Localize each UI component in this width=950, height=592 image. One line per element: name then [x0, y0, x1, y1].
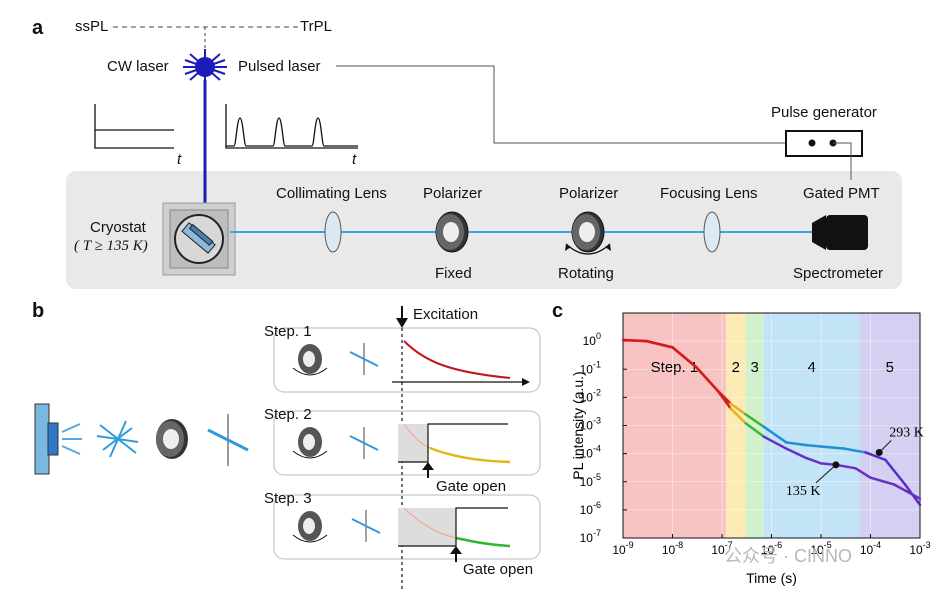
- cryostat-icon: [162, 202, 236, 276]
- region-label-2: 2: [732, 359, 740, 376]
- step-polarization-icons: [349, 343, 381, 542]
- collimating-lens-icon: [324, 211, 342, 253]
- panel-c-label: c: [552, 300, 564, 322]
- step-1-box: [273, 327, 541, 393]
- excitation-label: Excitation: [413, 306, 479, 323]
- polarizer-b-icon: [156, 419, 188, 459]
- step-3-label: Step. 3: [264, 490, 312, 507]
- polarizer-fixed-label: Polarizer: [423, 185, 483, 202]
- cw-laser-label: CW laser: [107, 58, 169, 75]
- series-2-segment: [804, 456, 823, 465]
- series-1-segment: [819, 445, 846, 450]
- pulsed-waveform-plot: [225, 104, 358, 149]
- step-3-decay-plot: [398, 507, 511, 562]
- annotation-label-2: 135 K: [786, 484, 821, 499]
- transmitted-polarization-icon: [207, 414, 249, 466]
- polarization-arrows-icon: [96, 420, 139, 458]
- region-label-4: 4: [808, 359, 816, 376]
- t-axis-label-cw: t: [177, 151, 182, 168]
- gated-pmt-label: Gated PMT: [803, 185, 880, 202]
- annotation-leader-2: [815, 464, 837, 484]
- trpl-label: TrPL: [300, 18, 332, 35]
- step-2-decay-plot: [398, 423, 511, 478]
- series-2-segment: [869, 476, 896, 486]
- region-label-5: 5: [886, 359, 894, 376]
- watermark: 公众号 · CINNO: [724, 546, 852, 566]
- focusing-lens-label: Focusing Lens: [660, 185, 758, 202]
- series-1-segment: [843, 447, 867, 454]
- step-2-label: Step. 2: [264, 406, 312, 423]
- y-tick-label: 10-6: [580, 500, 601, 517]
- gate-open-label-step2: Gate open: [436, 478, 507, 495]
- series-1-segment: [804, 443, 823, 448]
- y-tick-label: 10-7: [580, 528, 601, 545]
- series-2-segment: [785, 447, 808, 460]
- series-2-segment: [854, 467, 872, 479]
- sample-side-icon: [34, 403, 82, 475]
- series-1-segment: [762, 425, 788, 444]
- region-label-1: Step. 1: [651, 359, 699, 376]
- rotating-polarizer-icon: [565, 211, 611, 255]
- optical-bench: [66, 171, 902, 289]
- sspl-label: ssPL: [75, 18, 109, 35]
- annotation-label-1: 293 K: [889, 425, 924, 440]
- series-2-segment: [744, 422, 766, 438]
- x-tick-label: 10-4: [860, 540, 881, 557]
- t-axis-label-pulsed: t: [352, 151, 357, 168]
- pulse-generator-label: Pulse generator: [771, 104, 877, 121]
- series-2-segment: [892, 483, 922, 500]
- spectrometer-camera-icon: [812, 215, 868, 250]
- region-label-3: 3: [751, 359, 759, 376]
- fixed-state-label: Fixed: [435, 265, 472, 282]
- x-tick-label: 10-3: [909, 540, 930, 557]
- excitation-arrow: [396, 318, 408, 328]
- y-tick-label: 100: [583, 331, 601, 348]
- series-1-segment: [785, 441, 808, 447]
- gate-open-label-step3: Gate open: [463, 561, 534, 578]
- pulsed-laser-label: Pulsed laser: [238, 58, 321, 75]
- collimating-lens-label: Collimating Lens: [276, 185, 387, 202]
- trigger-cable: [336, 65, 788, 144]
- fixed-polarizer-icon: [435, 211, 469, 253]
- step-1-decay-plot: [392, 340, 530, 386]
- series-1-segment: [744, 413, 766, 429]
- series-2-segment: [671, 346, 698, 369]
- x-tick-label: 10-8: [662, 540, 683, 557]
- polarizer-rotating-label: Polarizer: [559, 185, 619, 202]
- cryostat-label: Cryostat: [90, 219, 146, 236]
- x-axis-label: Time (s): [746, 570, 797, 586]
- series-2-segment: [715, 388, 732, 410]
- series-2-segment: [645, 339, 674, 349]
- series-1-segment: [729, 402, 747, 416]
- series-1-segment: [864, 451, 887, 462]
- y-axis-label: PL intensity (a.u.): [570, 371, 586, 479]
- step-1-label: Step. 1: [264, 323, 312, 340]
- series-2-segment: [694, 365, 719, 392]
- series-2-segment: [621, 338, 648, 343]
- spectrometer-label: Spectrometer: [793, 265, 884, 282]
- focusing-lens-icon: [703, 211, 721, 253]
- series-2-segment: [762, 435, 788, 450]
- panel-b-label: b: [32, 300, 45, 322]
- cryostat-temperature-label: ( T ≥ 135 K): [74, 238, 148, 254]
- series-1-segment: [884, 458, 907, 486]
- annotation-leader-1: [878, 440, 892, 453]
- step-polarizer-icons: [292, 344, 328, 543]
- series-2-segment: [729, 407, 747, 425]
- x-tick-label: 10-9: [612, 540, 633, 557]
- cw-waveform-plot: [94, 104, 174, 149]
- rotating-state-label: Rotating: [558, 265, 614, 282]
- laser-source-icon: [183, 49, 227, 85]
- pmt-cable: [833, 142, 852, 180]
- panel-a-label: a: [32, 17, 44, 39]
